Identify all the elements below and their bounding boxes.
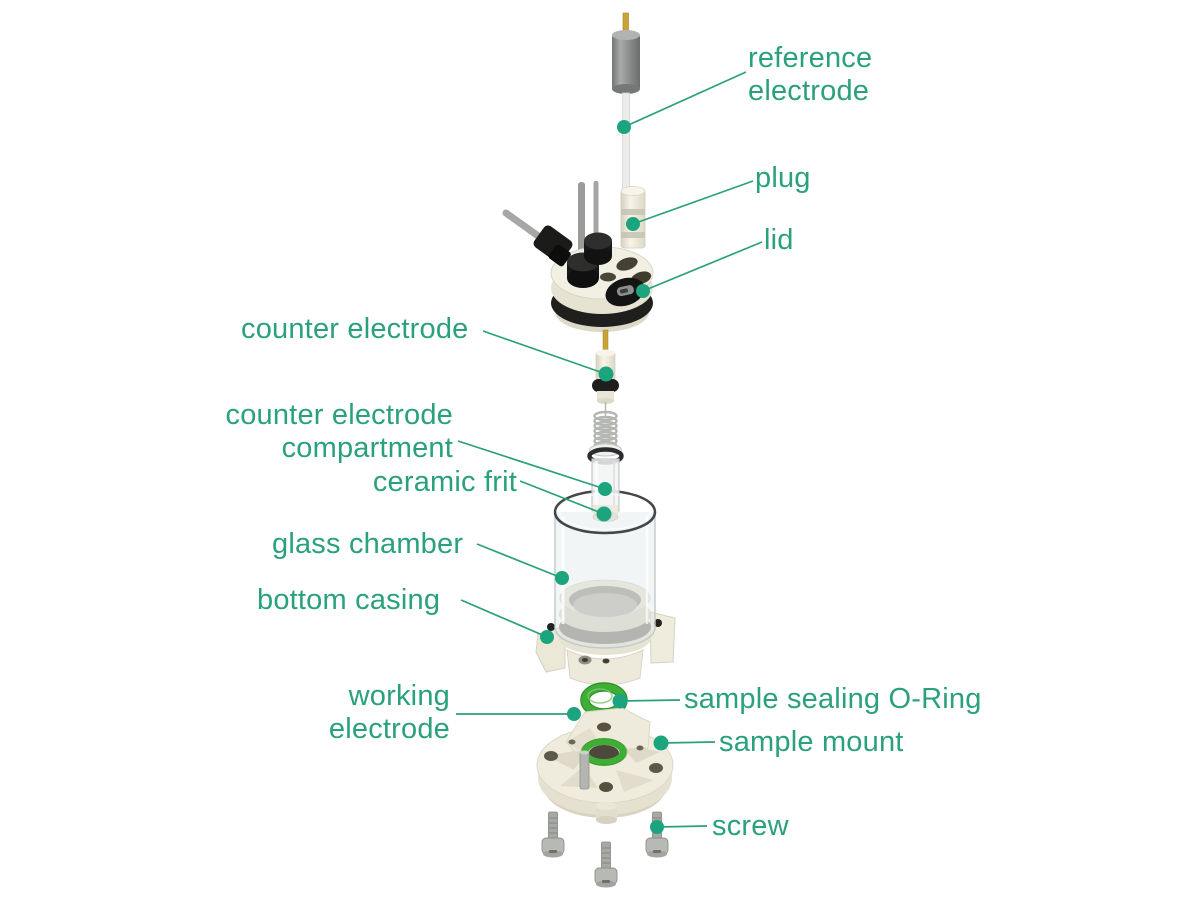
label-sample-mount: sample mount: [719, 726, 904, 758]
label-working-electrode: working electrode: [328, 680, 450, 745]
marker-dot: [596, 506, 612, 522]
label-lid: lid: [764, 224, 794, 256]
marker-dot: [626, 217, 640, 231]
marker-dot: [540, 630, 554, 644]
label-counter-electrode: counter electrode: [241, 313, 469, 345]
reference-electrode-graphic: [612, 12, 640, 199]
sample-mount-graphic: [536, 707, 674, 824]
leader-lines: [456, 71, 763, 834]
marker-dot: [636, 284, 650, 298]
marker-dot: [612, 693, 628, 709]
lid-graphic: [502, 181, 654, 332]
marker-dot: [598, 482, 612, 496]
spring-graphic: [587, 410, 624, 465]
marker-dot: [567, 707, 581, 721]
label-plug: plug: [755, 162, 811, 194]
label-sample-sealing-oring: sample sealing O-Ring: [684, 683, 982, 715]
label-ceramic-frit: ceramic frit: [372, 466, 517, 498]
marker-dot: [653, 735, 669, 751]
marker-dot: [650, 820, 664, 834]
label-screw: screw: [712, 810, 789, 842]
label-reference-electrode: reference electrode: [748, 42, 873, 107]
glass-chamber-graphic: [553, 493, 657, 649]
label-bottom-casing: bottom casing: [257, 584, 441, 616]
marker-dot: [617, 120, 631, 134]
marker-dot: [598, 366, 614, 382]
marker-dot: [555, 571, 569, 585]
label-glass-chamber: glass chamber: [272, 528, 464, 560]
label-counter-electrode-compartment: counter electrode compartment: [225, 399, 453, 464]
